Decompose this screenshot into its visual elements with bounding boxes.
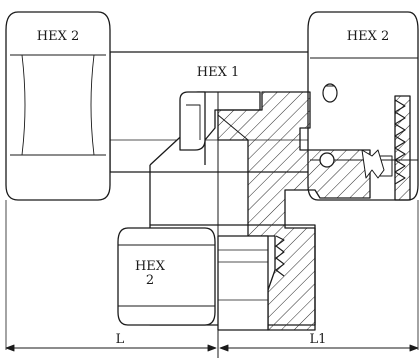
hex2-left-label: HEX 2 [37, 29, 80, 44]
hex1-label: HEX 1 [197, 65, 240, 80]
center-hex-seat [149, 91, 261, 225]
dimension-l1-label: L1 [310, 332, 327, 347]
dimension-l-label: L [116, 332, 125, 347]
left-hex-nut [5, 11, 111, 350]
hex2-right-label: HEX 2 [347, 29, 390, 44]
bottom-hex-nut [117, 227, 216, 326]
hatched-cross-section [217, 91, 371, 331]
threaded-port-section [319, 95, 411, 201]
dimension-lines [5, 344, 419, 352]
internal-thread [275, 235, 285, 277]
hex2-bottom-label-line2: 2 [146, 273, 154, 288]
hex2-bottom-label-line1: HEX [135, 259, 166, 274]
